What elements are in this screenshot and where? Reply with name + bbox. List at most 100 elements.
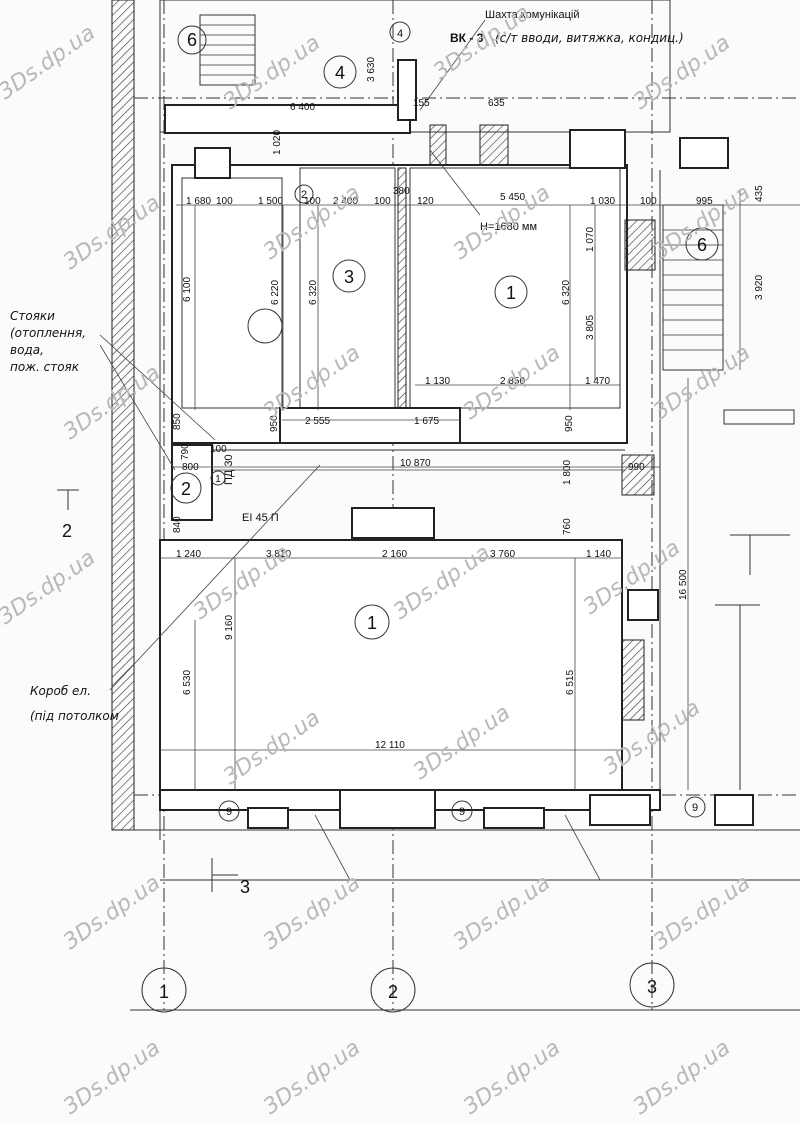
room-label-3: 3 (344, 267, 354, 287)
svg-text:3Ds.dp.ua: 3Ds.dp.ua (259, 1035, 365, 1120)
room-label-2-small: 2 (301, 189, 307, 201)
door-pd30: ПД 30 (223, 454, 235, 485)
dim-2400: 2 400 (333, 196, 358, 207)
pier-c (483, 807, 545, 829)
dim-790: 790 (180, 443, 191, 460)
dim-1020: 1 020 (272, 130, 283, 155)
dim-1140: 1 140 (586, 549, 611, 560)
dim-16500: 16 500 (678, 569, 689, 600)
room-2-box (171, 444, 213, 521)
svg-text:3Ds.dp.ua: 3Ds.dp.ua (59, 1035, 165, 1120)
dim-12110: 12 110 (375, 740, 405, 751)
svg-text:3Ds.dp.ua: 3Ds.dp.ua (259, 870, 365, 955)
room-marker-blank (247, 308, 283, 344)
height-mark: H=1680 мм (480, 221, 537, 233)
dim-990: 990 (628, 462, 645, 473)
axis-label-1: 1 (159, 982, 169, 1002)
risers-note-3: вода, (10, 343, 44, 357)
dim-6320a: 6 320 (308, 280, 319, 305)
dim-840: 840 (172, 516, 183, 533)
duct-note-2: (під потолком (30, 709, 119, 723)
dim-760: 760 (562, 518, 573, 535)
section-marker-3 (211, 858, 238, 892)
dim-100c: 100 (374, 196, 391, 207)
room-marker-6-right (685, 227, 719, 261)
pier-d (589, 794, 651, 826)
wall-band-top (164, 104, 411, 134)
dim-380: 380 (393, 186, 410, 197)
dim-6515: 6 515 (565, 670, 576, 695)
dim-6530: 6 530 (182, 670, 193, 695)
room-label-6-top: 6 (187, 30, 197, 50)
partition-hatched (397, 167, 407, 409)
room-label-9-b: 9 (459, 806, 465, 818)
shaft-vk3 (397, 59, 417, 121)
dim-10870: 10 870 (400, 458, 431, 469)
dim-2850: 2 850 (500, 376, 525, 387)
svg-text:3Ds.dp.ua: 3Ds.dp.ua (0, 20, 100, 105)
dim-6220: 6 220 (270, 280, 281, 305)
hatched-block-a (429, 124, 447, 166)
right-partial-walls (715, 409, 795, 790)
dim-3630: 3 630 (366, 57, 377, 82)
room-label-4: 4 (335, 63, 345, 83)
pier-e (714, 794, 754, 826)
column-b (569, 129, 626, 169)
section-label-3: 3 (240, 877, 250, 897)
dim-995: 995 (696, 196, 713, 207)
dim-635: 635 (488, 98, 505, 109)
corridor-upper (279, 407, 461, 444)
dim-3760: 3 760 (490, 549, 515, 560)
svg-text:3Ds.dp.ua: 3Ds.dp.ua (449, 870, 555, 955)
hatched-block-c (624, 219, 656, 271)
door-ei45: EI 45 П (242, 512, 279, 524)
room-marker-3 (332, 259, 366, 293)
hatched-block-d (621, 454, 655, 496)
room-marker-1-tiny (210, 470, 226, 486)
dim-5450: 5 450 (500, 192, 525, 203)
axis-marker-3 (629, 962, 675, 1008)
pier-a (247, 807, 289, 829)
stair-steps-top-left (200, 24, 255, 76)
axis-label-3: 3 (647, 977, 657, 997)
dim-1500: 1 500 (258, 196, 283, 207)
leader-lines (99, 19, 601, 881)
dim-950a: 950 (269, 415, 280, 432)
axis-marker-1 (141, 967, 187, 1013)
dim-1130: 1 130 (425, 376, 450, 387)
room-1-upper (409, 167, 621, 409)
pier-b (339, 789, 436, 829)
room-left-upper (181, 177, 283, 409)
hatched-block-e (621, 639, 645, 721)
dim-1675: 1 675 (414, 416, 439, 427)
svg-text:3Ds.dp.ua: 3Ds.dp.ua (459, 1035, 565, 1120)
room-label-1-upper: 1 (506, 283, 516, 303)
room-marker-9-c (684, 796, 706, 818)
stair-top-left (199, 14, 256, 86)
axis-label-2: 2 (388, 982, 398, 1002)
dim-1240: 1 240 (176, 549, 201, 560)
room-marker-9-a (218, 800, 240, 822)
dim-100e: 100 (210, 444, 227, 455)
room-label-1-main: 1 (367, 613, 377, 633)
vk-label: ВК - 3 (450, 31, 484, 45)
dim-100a: 100 (216, 196, 233, 207)
room-marker-9-b (451, 800, 473, 822)
dim-1680: 1 680 (186, 196, 211, 207)
hatched-block-b (479, 124, 509, 166)
dim-3920: 3 920 (754, 275, 765, 300)
column-d (351, 507, 435, 539)
room-label-1-tiny: 1 (215, 474, 221, 485)
dim-120: 120 (417, 196, 434, 207)
dim-1030: 1 030 (590, 196, 615, 207)
section-marker-2 (57, 489, 79, 510)
dim-435: 435 (754, 185, 765, 202)
dim-155: 155 (413, 98, 430, 109)
svg-text:3Ds.dp.ua: 3Ds.dp.ua (59, 870, 165, 955)
dim-100b: 100 (304, 196, 321, 207)
room-label-4-small: 4 (397, 28, 403, 40)
dim-1800: 1 800 (562, 460, 573, 485)
shaft-note: Шахта комунікацій (485, 9, 579, 21)
